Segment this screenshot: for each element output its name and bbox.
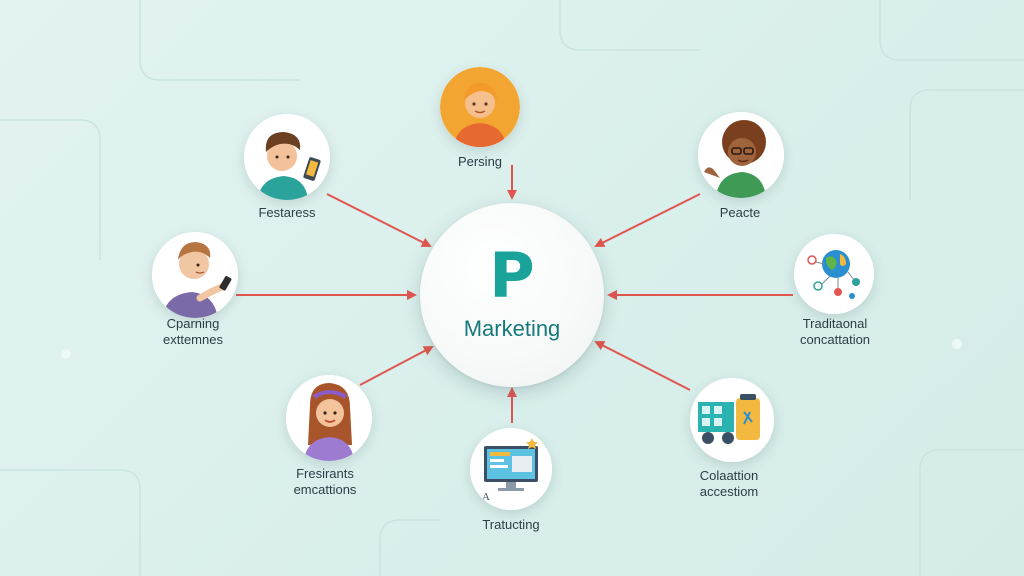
node-bottom-right-label: Colaattion accestiom <box>699 468 759 499</box>
svg-text:A: A <box>482 491 490 503</box>
globe-network-icon <box>794 234 874 314</box>
woman-avatar-icon <box>440 67 520 147</box>
node-right-label: Traditaonal concattation <box>799 316 871 347</box>
woman-with-glasses-icon <box>698 112 784 198</box>
node-bottom-left-avatar[interactable] <box>286 375 372 461</box>
node-right-avatar[interactable] <box>794 234 874 314</box>
arrow-top-left <box>326 193 432 247</box>
hub-logo-letter: P <box>489 239 535 312</box>
delivery-truck-icon <box>690 378 774 462</box>
node-top-label: Persing <box>457 154 503 169</box>
node-top-right-avatar[interactable] <box>698 112 784 198</box>
arrow-top-right <box>594 193 701 247</box>
marketing-hub[interactable]: P Marketing <box>420 203 604 387</box>
decor-dot-left <box>61 349 71 359</box>
arrow-bottom-left <box>359 346 434 386</box>
node-top-left-label: Festaress <box>258 205 316 220</box>
decor-dot-right <box>952 339 962 349</box>
woman-headband-icon <box>286 375 372 461</box>
node-bottom-avatar[interactable]: A <box>470 428 552 510</box>
node-left-label: Cparning exttemnes <box>163 316 223 347</box>
man-with-phone-icon <box>244 114 330 200</box>
node-top-right-label: Peacte <box>719 205 761 220</box>
node-top-left-avatar[interactable] <box>244 114 330 200</box>
node-bottom-right-avatar[interactable] <box>690 378 774 462</box>
arrow-bottom-right <box>594 341 691 391</box>
man-texting-icon <box>152 232 238 318</box>
node-left-avatar[interactable] <box>152 232 238 318</box>
computer-screen-icon: A <box>470 428 552 510</box>
node-top-avatar[interactable] <box>440 67 520 147</box>
node-bottom-label: Tratucting <box>482 517 540 532</box>
node-bottom-left-label: Fresirants emcattions <box>293 466 357 497</box>
hub-title: Marketing <box>463 316 561 341</box>
